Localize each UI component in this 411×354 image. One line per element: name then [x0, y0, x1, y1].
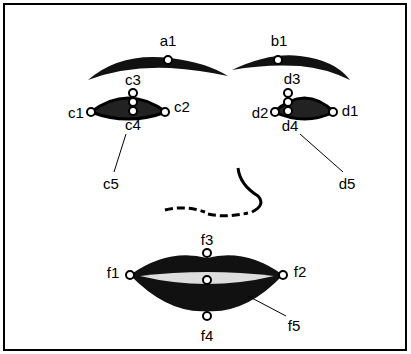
landmark-label: d2: [251, 104, 270, 121]
landmark-point: [279, 271, 287, 279]
landmark-label: f2: [293, 263, 308, 280]
teeth: [140, 272, 274, 284]
landmark-point: [284, 98, 292, 106]
landmark-point: [284, 89, 292, 97]
leader-line: [248, 296, 286, 316]
landmark-label: c3: [124, 71, 142, 88]
leader-line: [114, 134, 126, 172]
landmark-label: d1: [341, 102, 360, 119]
landmark-label: d4: [281, 117, 300, 134]
landmark-point: [161, 108, 169, 116]
landmark-label: c2: [173, 98, 191, 115]
landmark-point: [164, 56, 172, 64]
landmark-label: b1: [270, 32, 289, 49]
landmark-point: [203, 276, 211, 284]
landmark-point: [329, 108, 337, 116]
landmark-label: c4: [124, 116, 142, 133]
landmark-point: [126, 271, 134, 279]
landmark-point: [274, 56, 282, 64]
landmark-label: f3: [200, 231, 215, 248]
landmark-point: [129, 89, 137, 97]
landmark-point: [87, 108, 95, 116]
landmark-point: [129, 107, 137, 115]
landmark-label: d5: [338, 175, 357, 192]
landmark-point: [129, 98, 137, 106]
landmark-label: a1: [159, 32, 178, 49]
frame: [4, 4, 406, 350]
landmark-label: f5: [287, 317, 302, 334]
landmark-label: f4: [200, 327, 215, 344]
landmark-label: c5: [102, 175, 120, 192]
landmark-label: d3: [283, 70, 302, 87]
landmark-point: [284, 107, 292, 115]
nose-bridge: [238, 168, 261, 212]
nostrils: [165, 208, 248, 216]
leader-line: [300, 134, 343, 172]
landmark-label: c1: [67, 104, 85, 121]
landmark-point: [203, 249, 211, 257]
landmark-label: f1: [106, 264, 121, 281]
landmark-point: [271, 108, 279, 116]
landmark-point: [203, 312, 211, 320]
right-eye: [274, 98, 334, 119]
left-eyebrow: [88, 57, 228, 80]
